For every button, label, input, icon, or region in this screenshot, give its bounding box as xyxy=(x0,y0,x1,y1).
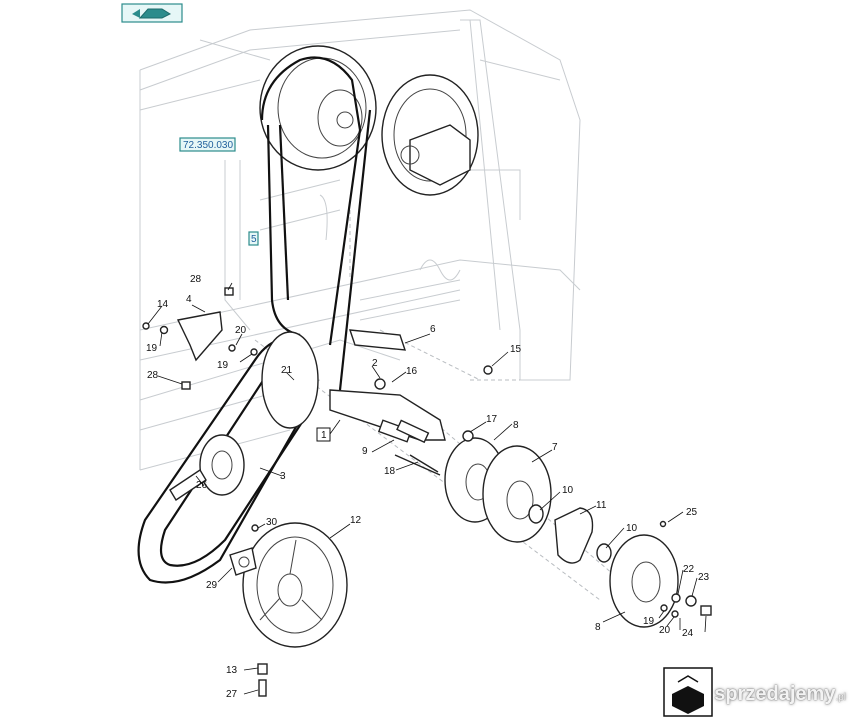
pulley-12 xyxy=(242,522,348,648)
callout-12: 12 xyxy=(350,515,362,526)
bearing-10b xyxy=(596,543,612,563)
callout-22: 22 xyxy=(683,564,695,575)
callout-28-bottom: 28 xyxy=(147,370,159,381)
watermark-tld: .pl xyxy=(835,692,846,703)
callout-25: 25 xyxy=(686,507,698,518)
callout-29: 29 xyxy=(206,580,218,591)
ref-code-label: 72.350.030 xyxy=(183,140,233,151)
hardware-right xyxy=(396,419,712,618)
callout-19-right: 19 xyxy=(643,616,655,627)
callout-6: 6 xyxy=(430,324,436,335)
callout-11: 11 xyxy=(596,500,607,511)
callout-15: 15 xyxy=(510,344,522,355)
callout-28-top: 28 xyxy=(190,274,202,285)
callout-21: 21 xyxy=(281,365,293,376)
callout-30: 30 xyxy=(266,517,278,528)
down-arrow-icon[interactable] xyxy=(663,667,713,717)
nav-back-icon[interactable] xyxy=(121,3,183,23)
callout-4: 4 xyxy=(186,294,192,305)
spacer-11 xyxy=(554,507,594,564)
watermark: sprzedajemy.pl xyxy=(714,683,846,706)
callout-20-right: 20 xyxy=(659,625,671,636)
callout-2: 2 xyxy=(372,358,378,369)
callout-13: 13 xyxy=(226,665,238,676)
callout-20-left: 20 xyxy=(235,325,247,336)
bearing-10a xyxy=(528,504,544,524)
ref-tag-label: 5 xyxy=(251,234,257,245)
callout-14: 14 xyxy=(157,299,169,310)
callout-17: 17 xyxy=(486,414,498,425)
ref-code-box[interactable] xyxy=(179,137,236,152)
callout-19-mid: 19 xyxy=(217,360,229,371)
callout-7: 7 xyxy=(552,442,558,453)
idler-bracket xyxy=(329,329,446,476)
callout-19-left: 19 xyxy=(146,343,158,354)
upper-drive-pulley xyxy=(259,45,377,171)
lower-belt xyxy=(137,331,319,584)
callout-24: 24 xyxy=(682,628,694,639)
leader-lines xyxy=(147,282,707,695)
callout-16: 16 xyxy=(406,366,418,377)
callout-23: 23 xyxy=(698,572,710,583)
callout-10-bottom: 10 xyxy=(626,523,638,534)
callout-8-bottom: 8 xyxy=(595,622,601,633)
callout-10-top: 10 xyxy=(562,485,574,496)
callout-3: 3 xyxy=(280,471,286,482)
gearbox xyxy=(400,124,471,186)
callouts: 28 14 4 19 20 19 28 21 6 2 16 15 1 9 18 … xyxy=(146,274,710,700)
callout-27: 27 xyxy=(226,689,238,700)
hub-disc-7 xyxy=(482,445,552,543)
ref-tag-box[interactable] xyxy=(248,231,259,246)
hub-disc-8b xyxy=(609,534,679,628)
callout-26: 26 xyxy=(196,480,208,491)
callout-8-top: 8 xyxy=(513,420,519,431)
callout-9: 9 xyxy=(362,446,368,457)
small-brackets xyxy=(142,287,493,532)
bolt-27 xyxy=(257,663,268,697)
callout-1: 1 xyxy=(321,430,327,441)
callout-box-1 xyxy=(316,427,331,442)
callout-18: 18 xyxy=(384,466,396,477)
watermark-name: sprzedajemy xyxy=(714,683,836,705)
mount-29 xyxy=(229,547,257,576)
